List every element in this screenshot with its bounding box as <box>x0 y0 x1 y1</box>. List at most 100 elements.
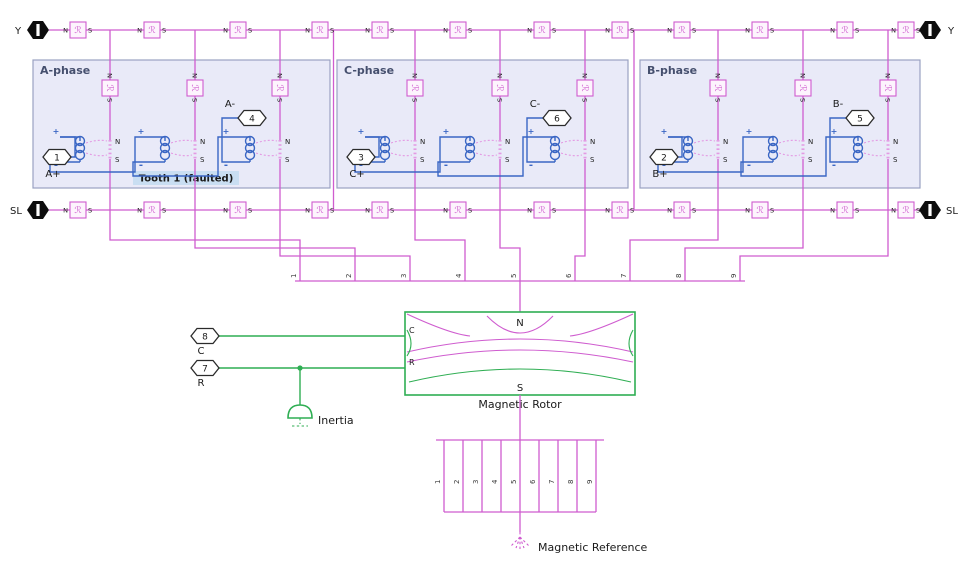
reluctance-block[interactable] <box>371 201 389 219</box>
reluctance-block[interactable] <box>709 79 727 97</box>
rotor-pole-curves <box>406 313 634 363</box>
reluctance-block[interactable] <box>69 21 87 39</box>
vertical-reluctance-block[interactable]: ℛNS <box>794 73 812 102</box>
vertical-reluctance-block[interactable]: ℛNS <box>406 73 424 102</box>
reluctance-block[interactable] <box>836 201 854 219</box>
reluctance-n-label: N <box>365 207 370 215</box>
magnetic-reference-symbol[interactable] <box>510 532 530 549</box>
reluctance-block[interactable] <box>271 79 289 97</box>
electrical-wire[interactable] <box>740 136 838 177</box>
reluctance-block[interactable] <box>611 21 629 39</box>
reluctance-symbol: ℛ <box>148 26 155 36</box>
rotor-c-port[interactable] <box>190 327 220 345</box>
stator-bus-wire[interactable] <box>739 210 889 281</box>
vertical-reluctance-block[interactable]: ℛNS <box>879 73 897 102</box>
reluctance-block[interactable] <box>371 21 389 39</box>
reluctance-block[interactable] <box>491 79 509 97</box>
vertical-reluctance-block[interactable]: ℛNS <box>101 73 119 102</box>
electrical-wire[interactable] <box>526 117 543 163</box>
inertia-block[interactable] <box>287 404 313 419</box>
rotor-bus-number: 2 <box>453 480 461 484</box>
reluctance-s-label: S <box>916 207 920 215</box>
mechanical-wire-r[interactable] <box>219 367 405 406</box>
rotor-comb-bottom[interactable] <box>444 511 596 532</box>
reluctance-block[interactable] <box>101 79 119 97</box>
electrical-wire[interactable] <box>365 136 380 158</box>
phase-a-minus-port[interactable] <box>237 109 267 127</box>
phase-a-plus-port[interactable] <box>42 148 72 166</box>
stator-bus-wire[interactable] <box>684 210 804 281</box>
vertical-reluctance-block[interactable]: ℛNS <box>491 73 509 102</box>
reluctance-block[interactable] <box>751 21 769 39</box>
vertical-reluctance-block[interactable]: ℛNS <box>186 73 204 102</box>
reluctance-block[interactable] <box>229 21 247 39</box>
reluctance-block[interactable] <box>533 201 551 219</box>
reluctance-block[interactable] <box>449 201 467 219</box>
tooth-n-label: N <box>115 138 120 146</box>
reluctance-symbol: ℛ <box>678 26 685 36</box>
reluctance-block[interactable] <box>311 201 329 219</box>
rotor-r-port[interactable] <box>190 359 220 377</box>
stator-bus-wire[interactable] <box>499 210 521 281</box>
reluctance-block[interactable] <box>897 201 915 219</box>
reluctance-block[interactable] <box>836 21 854 39</box>
phase-c-plus-port[interactable] <box>346 148 376 166</box>
winding-leads[interactable] <box>753 136 773 163</box>
reluctance-block[interactable] <box>879 79 897 97</box>
reluctance-n-label: N <box>223 207 228 215</box>
phase-box-a[interactable] <box>32 59 331 189</box>
phase-b-minus-port[interactable] <box>845 109 875 127</box>
phase-c-minus-port[interactable] <box>542 109 572 127</box>
electrical-wire[interactable] <box>668 136 683 158</box>
reluctance-symbol: ℛ <box>316 26 323 36</box>
inter-phase-link[interactable] <box>332 30 635 210</box>
reluctance-block[interactable] <box>311 21 329 39</box>
reluctance-block[interactable] <box>751 201 769 219</box>
reluctance-block[interactable] <box>794 79 812 97</box>
vertical-reluctance-block[interactable]: ℛNS <box>576 73 594 102</box>
winding-leads[interactable] <box>145 136 165 163</box>
electrical-wire[interactable] <box>132 136 230 177</box>
reluctance-block[interactable] <box>533 21 551 39</box>
reluctance-block[interactable] <box>673 201 691 219</box>
coil-turn <box>244 135 256 147</box>
reluctance-n-label: N <box>527 27 532 35</box>
reluctance-block[interactable] <box>449 21 467 39</box>
reluctance-block[interactable] <box>611 201 629 219</box>
reluctance-block[interactable] <box>186 79 204 97</box>
stator-bus-wire[interactable] <box>574 210 586 281</box>
reluctance-block[interactable] <box>69 201 87 219</box>
reluctance-block[interactable] <box>229 201 247 219</box>
reluctance-block[interactable] <box>406 79 424 97</box>
stator-bus-wire[interactable] <box>109 210 301 281</box>
vertical-reluctance-block[interactable]: ℛNS <box>709 73 727 102</box>
reluctance-block[interactable] <box>673 21 691 39</box>
stator-bus-wire[interactable] <box>414 210 466 281</box>
rotor-comb-top[interactable] <box>436 395 604 441</box>
reluctance-block[interactable] <box>576 79 594 97</box>
tooth-s-label: S <box>893 156 898 164</box>
winding-leads[interactable] <box>230 136 250 163</box>
reluctance-n-label: N <box>667 207 672 215</box>
phase-b-plus-port[interactable] <box>649 148 679 166</box>
vertical-reluctance-block[interactable]: ℛNS <box>271 73 289 102</box>
reluctance-s-label: S <box>162 207 166 215</box>
stator-bus-wire[interactable] <box>629 210 719 281</box>
coil-turn <box>852 135 864 147</box>
stator-bus[interactable] <box>295 280 745 312</box>
reluctance-block[interactable] <box>143 21 161 39</box>
winding-leads[interactable] <box>838 136 858 163</box>
electrical-wire[interactable] <box>221 117 238 163</box>
reluctance-block[interactable] <box>897 21 915 39</box>
phase-box-b[interactable] <box>639 59 921 189</box>
winding-leads[interactable] <box>535 136 555 163</box>
electrical-wire[interactable] <box>829 117 846 163</box>
electrical-wire[interactable] <box>60 136 76 158</box>
winding-leads[interactable] <box>450 136 470 163</box>
magnetic-rotor-block[interactable] <box>404 311 636 396</box>
reluctance-s-label: S <box>330 27 334 35</box>
stator-bus-wire[interactable] <box>279 210 411 281</box>
reluctance-block[interactable] <box>143 201 161 219</box>
stator-bus-wire[interactable] <box>194 210 356 281</box>
electrical-wire[interactable] <box>437 136 535 177</box>
